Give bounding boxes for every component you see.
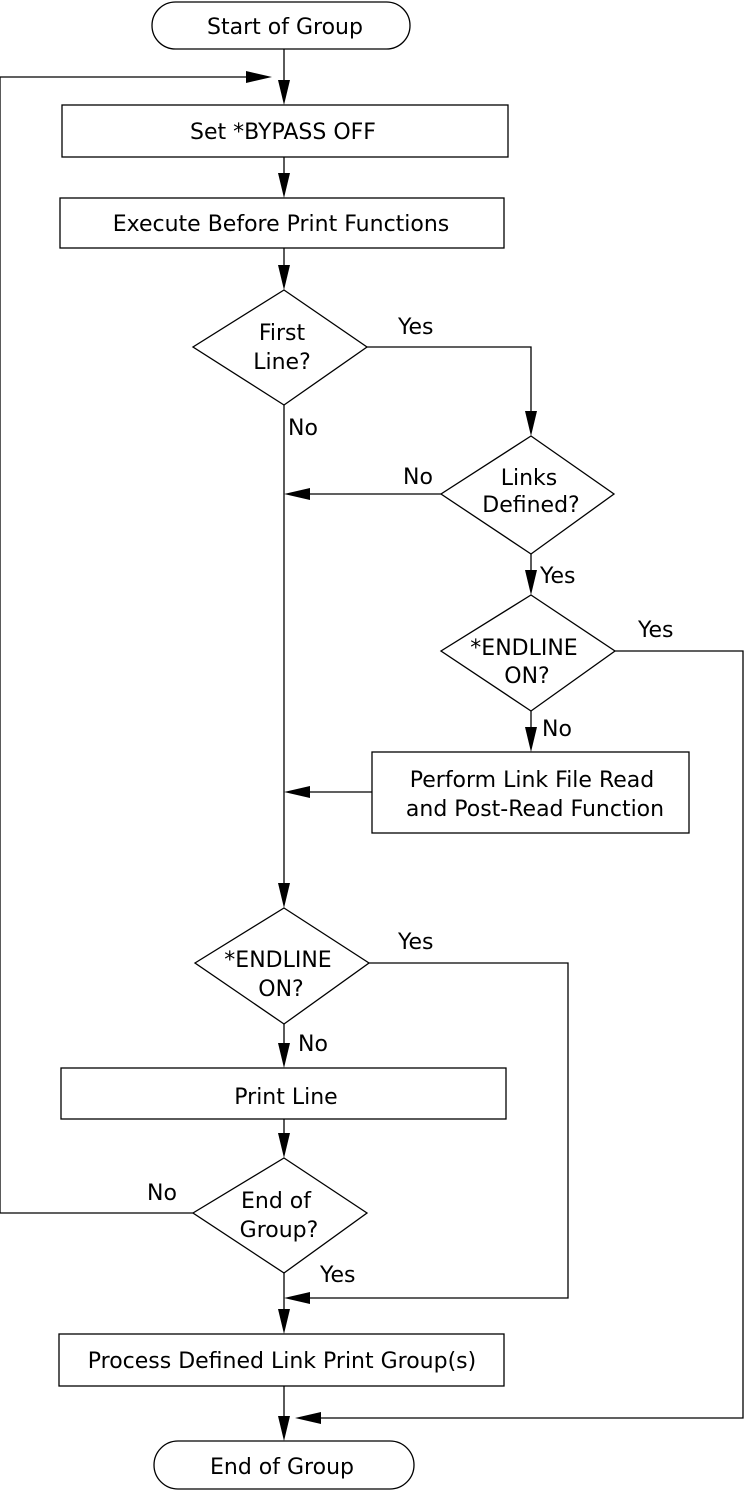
arrowhead-into-print-line bbox=[278, 1043, 290, 1068]
endline-upper-label-line1: *ENDLINE bbox=[470, 636, 577, 661]
decision-diamond bbox=[193, 907, 371, 1025]
node-end-of-group-check: End of Group? bbox=[191, 1157, 369, 1274]
arrowhead-into-before-print bbox=[278, 173, 290, 198]
links-defined-yes-label: Yes bbox=[539, 564, 576, 589]
endline-upper-label-line2: ON? bbox=[504, 664, 549, 689]
node-before-print: Execute Before Print Functions bbox=[59, 197, 505, 249]
print-line-label: Print Line bbox=[234, 1085, 337, 1110]
node-links-defined: Links Defined? bbox=[439, 435, 616, 555]
edge-endline-lower-yes bbox=[289, 962, 569, 1299]
arrowhead-into-links-defined bbox=[525, 411, 537, 436]
end-of-group-label-line2: Group? bbox=[240, 1218, 319, 1243]
link-read-label-line2: and Post-Read Function bbox=[406, 797, 664, 822]
node-link-read: Perform Link File Read and Post-Read Fun… bbox=[371, 751, 690, 834]
arrowhead-into-end bbox=[278, 1416, 290, 1441]
connectors bbox=[0, 49, 744, 1436]
decision-diamond bbox=[439, 435, 616, 555]
edge-endline-upper-yes bbox=[300, 650, 744, 1419]
endline-lower-no-label: No bbox=[298, 1032, 328, 1057]
links-defined-no-label: No bbox=[403, 465, 433, 490]
start-label: Start of Group bbox=[207, 15, 363, 40]
node-bypass: Set *BYPASS OFF bbox=[61, 104, 509, 158]
arrowhead-endline-upper-yes bbox=[295, 1412, 321, 1424]
endline-lower-label-line2: ON? bbox=[258, 977, 303, 1002]
arrowheads bbox=[246, 71, 537, 1441]
arrowhead-loop-return bbox=[246, 71, 272, 83]
bypass-label: Set *BYPASS OFF bbox=[190, 120, 376, 145]
decision-diamond bbox=[191, 289, 369, 406]
edge-first-line-yes bbox=[367, 346, 532, 431]
decision-diamond bbox=[439, 594, 617, 712]
decision-diamond bbox=[191, 1157, 369, 1274]
arrowhead-into-end-of-group bbox=[278, 1133, 290, 1158]
arrowhead-into-bypass bbox=[278, 80, 290, 105]
process-box bbox=[371, 751, 690, 834]
edge-labels: Yes No No Yes Yes No Yes No No Yes bbox=[147, 315, 674, 1288]
arrowhead-into-endline-lower bbox=[278, 883, 290, 908]
endline-upper-yes-label: Yes bbox=[637, 618, 674, 643]
terminal-shape bbox=[153, 1440, 415, 1490]
node-endline-lower: *ENDLINE ON? bbox=[193, 907, 371, 1025]
terminal-shape bbox=[151, 1, 411, 50]
endline-lower-yes-label: Yes bbox=[397, 930, 434, 955]
first-line-no-label: No bbox=[288, 416, 318, 441]
arrowhead-link-read-return bbox=[284, 786, 310, 798]
first-line-label-line1: First bbox=[259, 321, 306, 346]
node-end: End of Group bbox=[153, 1440, 415, 1490]
node-process-links: Process Defined Link Print Group(s) bbox=[58, 1333, 505, 1387]
arrowhead-into-first-line bbox=[278, 265, 290, 290]
process-links-label: Process Defined Link Print Group(s) bbox=[88, 1349, 476, 1374]
end-of-group-yes-label: Yes bbox=[319, 1263, 356, 1288]
arrowhead-links-defined-no bbox=[284, 488, 310, 500]
links-defined-label-line2: Defined? bbox=[482, 493, 579, 518]
first-line-label-line2: Line? bbox=[253, 350, 311, 375]
arrowhead-endline-lower-yes bbox=[284, 1292, 310, 1304]
end-label: End of Group bbox=[210, 1455, 354, 1480]
process-box bbox=[60, 1067, 507, 1120]
process-box bbox=[59, 197, 505, 249]
end-of-group-no-label: No bbox=[147, 1181, 177, 1206]
node-start: Start of Group bbox=[151, 1, 411, 50]
process-box bbox=[58, 1333, 505, 1387]
node-endline-upper: *ENDLINE ON? bbox=[439, 594, 617, 712]
node-print-line: Print Line bbox=[60, 1067, 507, 1120]
first-line-yes-label: Yes bbox=[397, 315, 434, 340]
arrowhead-into-process-links bbox=[278, 1309, 290, 1334]
process-box bbox=[61, 104, 509, 158]
edge-end-of-group-no-loop bbox=[0, 76, 267, 1214]
end-of-group-label-line1: End of bbox=[241, 1189, 312, 1214]
arrowhead-into-link-read bbox=[525, 727, 537, 752]
links-defined-label-line1: Links bbox=[501, 466, 558, 491]
before-print-label: Execute Before Print Functions bbox=[113, 212, 450, 237]
endline-lower-label-line1: *ENDLINE bbox=[224, 948, 331, 973]
link-read-label-line1: Perform Link File Read bbox=[410, 768, 654, 793]
arrowhead-into-endline-upper bbox=[525, 570, 537, 595]
endline-upper-no-label: No bbox=[542, 717, 572, 742]
node-first-line: First Line? bbox=[191, 289, 369, 406]
